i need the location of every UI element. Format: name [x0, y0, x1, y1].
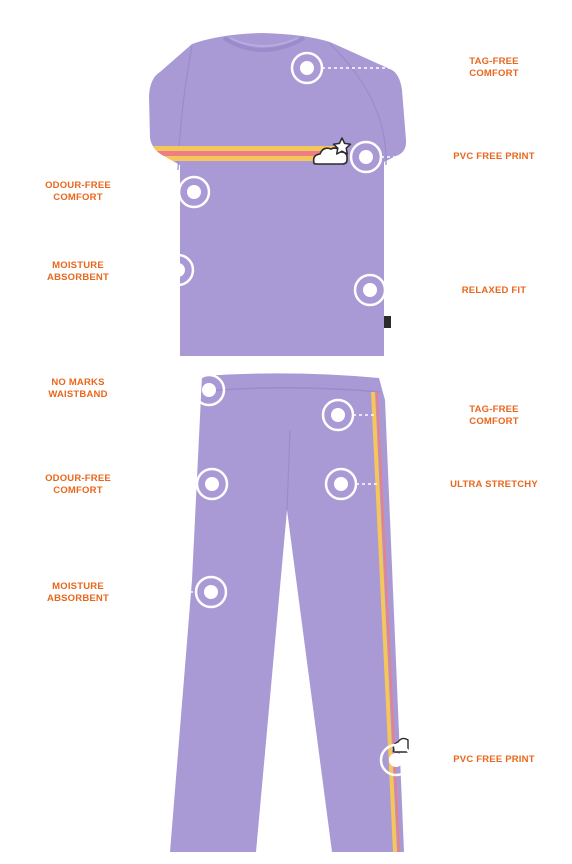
leggings-body: [170, 373, 404, 852]
callout-text: COMFORT: [469, 416, 519, 427]
callout-text: ABSORBENT: [47, 593, 109, 604]
star-icon: [332, 137, 352, 155]
marker-bottom-no-marks: [192, 373, 226, 407]
callout-label-bottom-tag-free: TAG-FREE COMFORT: [455, 404, 533, 428]
callout-text: COMFORT: [53, 192, 103, 203]
t-shirt: [149, 33, 407, 356]
callout-text: ULTRA STRETCHY: [450, 479, 538, 490]
callout-label-top-relaxed-fit: RELAXED FIT: [455, 285, 533, 297]
marker-bottom-odour-free: [195, 467, 229, 501]
marker-bottom-ultra-stretchy: [324, 467, 380, 501]
callout-text: COMFORT: [53, 485, 103, 496]
leggings-inseam: [286, 429, 291, 511]
leggings-waistband-edge: [205, 387, 381, 393]
callout-text: ODOUR-FREE: [45, 180, 111, 191]
callout-label-bottom-pvc-free: PVC FREE PRINT: [443, 754, 545, 766]
t-shirt-collar-inner: [229, 37, 299, 47]
callout-label-bottom-odour-free: ODOUR-FREE COMFORT: [38, 473, 118, 497]
callout-text: TAG-FREE: [469, 56, 519, 67]
callout-label-bottom-moisture: MOISTURE ABSORBENT: [38, 581, 118, 605]
callout-text: ABSORBENT: [47, 272, 109, 283]
marker-top-odour-free: [177, 175, 211, 209]
marker-top-relaxed-fit: [353, 273, 387, 307]
side-label: [384, 316, 391, 328]
callout-label-top-odour-free: ODOUR-FREE COMFORT: [38, 180, 118, 204]
callout-text: COMFORT: [469, 68, 519, 79]
chest-stripe: [150, 146, 346, 161]
callout-text: ODOUR-FREE: [45, 473, 111, 484]
callout-label-bottom-no-marks: NO MARKS WAISTBAND: [38, 377, 118, 401]
callout-markers: [161, 51, 413, 777]
callout-text: PVC FREE PRINT: [453, 151, 535, 162]
callout-text: MOISTURE: [52, 260, 104, 271]
callout-label-top-moisture: MOISTURE ABSORBENT: [38, 260, 118, 284]
marker-bottom-pvc-free: [379, 743, 413, 777]
callout-label-top-pvc-free: PVC FREE PRINT: [443, 151, 545, 163]
marker-top-moisture: [161, 253, 195, 287]
callout-text: MOISTURE: [52, 581, 104, 592]
callout-text: WAISTBAND: [48, 389, 108, 400]
marker-top-pvc-free: [349, 140, 402, 174]
marker-bottom-tag-free: [321, 398, 374, 432]
callout-label-bottom-ultra-stretchy: ULTRA STRETCHY: [440, 479, 548, 491]
callout-text: NO MARKS: [51, 377, 105, 388]
marker-bottom-moisture: [184, 575, 228, 609]
t-shirt-body: [149, 33, 407, 356]
callout-text: TAG-FREE: [469, 404, 519, 415]
leggings: [170, 373, 409, 853]
sleeve-seam-right: [329, 43, 387, 166]
callout-text: PVC FREE PRINT: [453, 754, 535, 765]
t-shirt-neckline: [222, 36, 305, 52]
callout-label-top-tag-free: TAG-FREE COMFORT: [455, 56, 533, 80]
callout-text: RELAXED FIT: [461, 285, 527, 296]
marker-top-tag-free: [290, 51, 405, 85]
